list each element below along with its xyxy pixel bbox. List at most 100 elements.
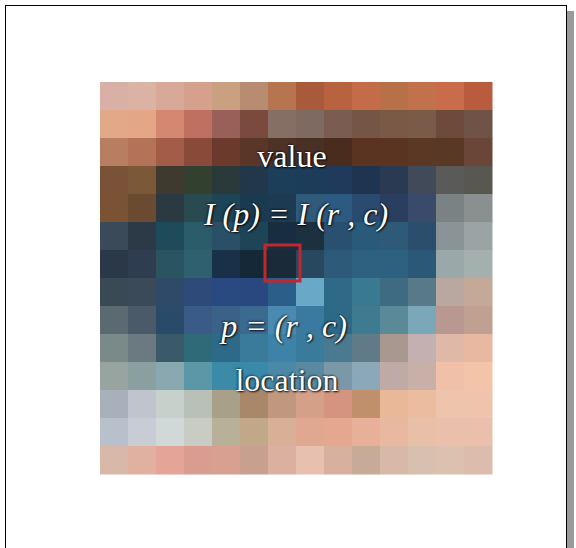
- pixel-cell: [464, 138, 493, 167]
- pixel-cell: [212, 166, 241, 195]
- overlay-label: value: [257, 140, 326, 172]
- pixel-cell: [464, 250, 493, 279]
- pixel-cell: [156, 166, 185, 195]
- pixel-cell: [156, 390, 185, 419]
- pixel-cell: [436, 166, 465, 195]
- pixel-cell: [212, 278, 241, 307]
- pixel-cell: [436, 138, 465, 167]
- pixel-cell: [380, 138, 409, 167]
- pixel-cell: [408, 250, 437, 279]
- pixel-cell: [156, 250, 185, 279]
- pixel-cell: [156, 194, 185, 223]
- pixel-cell: [464, 194, 493, 223]
- pixel-cell: [100, 390, 129, 419]
- overlay-label: location: [235, 364, 338, 396]
- pixel-cell: [296, 82, 325, 111]
- pixel-cell: [436, 362, 465, 391]
- pixel-cell: [128, 166, 157, 195]
- pixel-cell: [436, 222, 465, 251]
- pixel-cell: [156, 334, 185, 363]
- pixel-cell: [408, 82, 437, 111]
- pixel-cell: [380, 278, 409, 307]
- pixel-cell: [128, 222, 157, 251]
- pixel-cell: [128, 334, 157, 363]
- pixel-cell: [184, 82, 213, 111]
- pixel-cell: [296, 446, 325, 475]
- pixel-cell: [436, 390, 465, 419]
- pixel-cell: [352, 446, 381, 475]
- pixel-cell: [156, 278, 185, 307]
- pixel-cell: [380, 250, 409, 279]
- pixel-cell: [436, 194, 465, 223]
- pixel-cell: [128, 362, 157, 391]
- pixel-cell: [184, 166, 213, 195]
- pixel-cell: [352, 250, 381, 279]
- pixel-cell: [464, 390, 493, 419]
- pixel-cell: [464, 306, 493, 335]
- pixel-cell: [212, 250, 241, 279]
- pixel-cell: [268, 250, 297, 279]
- pixel-cell: [212, 418, 241, 447]
- pixel-cell: [128, 82, 157, 111]
- pixel-cell: [156, 446, 185, 475]
- pixel-cell: [464, 110, 493, 139]
- pixel-cell: [408, 278, 437, 307]
- pixel-cell: [408, 334, 437, 363]
- pixel-cell: [156, 362, 185, 391]
- pixel-cell: [100, 306, 129, 335]
- pixel-cell: [184, 362, 213, 391]
- pixel-cell: [464, 446, 493, 475]
- pixel-cell: [184, 110, 213, 139]
- pixel-cell: [436, 110, 465, 139]
- pixel-cell: [156, 418, 185, 447]
- pixel-cell: [352, 278, 381, 307]
- pixel-cell: [408, 194, 437, 223]
- pixel-cell: [296, 110, 325, 139]
- pixel-cell: [100, 166, 129, 195]
- pixel-cell: [352, 306, 381, 335]
- pixel-cell: [408, 306, 437, 335]
- pixel-cell: [156, 82, 185, 111]
- pixel-cell: [324, 166, 353, 195]
- pixel-cell: [380, 334, 409, 363]
- pixel-cell: [408, 138, 437, 167]
- pixel-cell: [352, 362, 381, 391]
- pixel-cell: [436, 250, 465, 279]
- pixel-cell: [436, 306, 465, 335]
- pixel-cell: [352, 166, 381, 195]
- pixel-cell: [100, 110, 129, 139]
- pixel-cell: [100, 82, 129, 111]
- pixel-cell: [184, 446, 213, 475]
- pixel-cell: [352, 334, 381, 363]
- pixel-cell: [184, 250, 213, 279]
- pixel-cell: [100, 222, 129, 251]
- pixel-cell: [464, 82, 493, 111]
- pixel-cell: [128, 194, 157, 223]
- pixel-cell: [408, 446, 437, 475]
- pixel-cell: [184, 334, 213, 363]
- pixel-cell: [100, 278, 129, 307]
- pixel-cell: [212, 138, 241, 167]
- pixel-cell: [240, 446, 269, 475]
- pixel-cell: [408, 166, 437, 195]
- pixel-cell: [464, 418, 493, 447]
- pixel-cell: [100, 418, 129, 447]
- pixel-cell: [380, 390, 409, 419]
- pixel-cell: [380, 110, 409, 139]
- pixel-cell: [268, 446, 297, 475]
- pixel-cell: [324, 138, 353, 167]
- pixel-cell: [352, 82, 381, 111]
- pixel-cell: [212, 82, 241, 111]
- pixel-cell: [184, 138, 213, 167]
- pixel-cell: [352, 110, 381, 139]
- pixel-cell: [408, 390, 437, 419]
- pixel-cell: [184, 390, 213, 419]
- pixel-cell: [408, 110, 437, 139]
- pixel-cell: [464, 222, 493, 251]
- pixel-cell: [268, 110, 297, 139]
- pixel-cell: [324, 110, 353, 139]
- pixel-cell: [380, 166, 409, 195]
- pixel-cell: [240, 82, 269, 111]
- pixel-cell: [184, 306, 213, 335]
